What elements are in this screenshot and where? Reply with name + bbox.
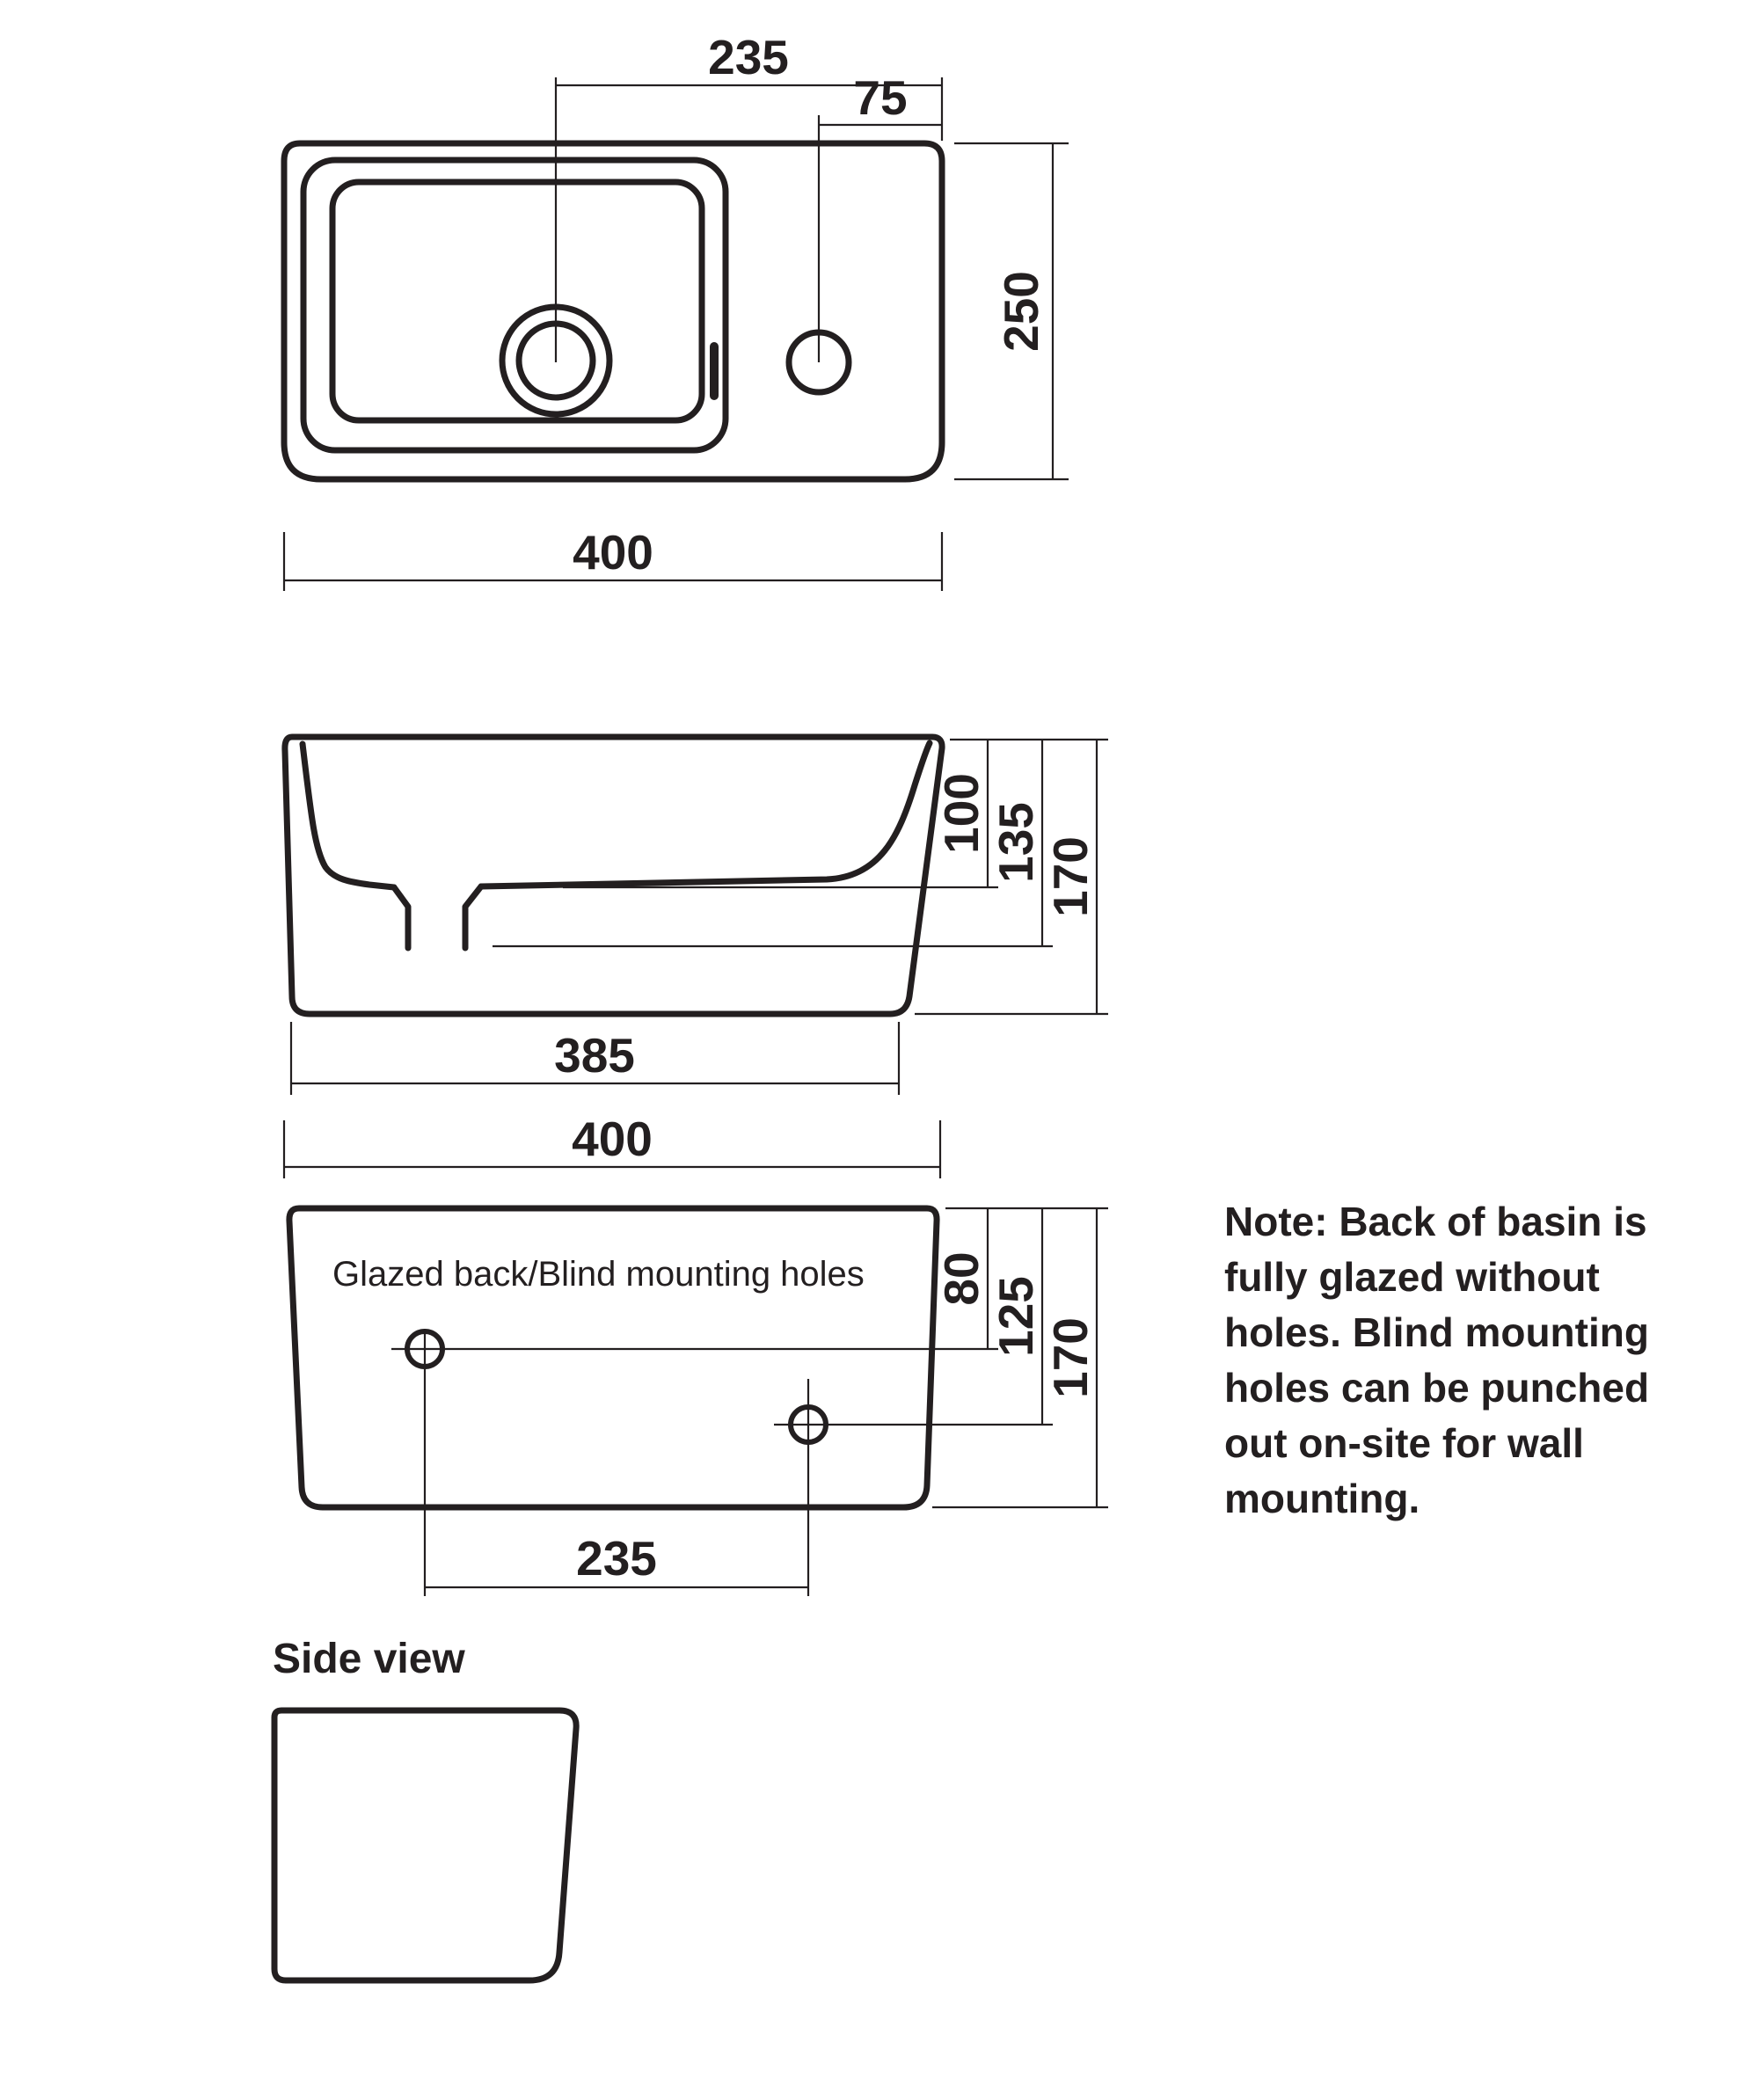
- front-outline: [281, 733, 945, 1017]
- dim-label-235-back: 235: [576, 1531, 657, 1586]
- note-line-5: out on-site for wall: [1224, 1420, 1584, 1466]
- bowl-section-right: [478, 740, 933, 890]
- trap-right: [462, 883, 485, 952]
- note-line-1: Note: Back of basin is: [1224, 1199, 1647, 1244]
- trap-left: [390, 884, 412, 952]
- note-line-2: fully glazed without: [1224, 1254, 1600, 1300]
- plan-view: 235 75 250 400: [281, 30, 1069, 591]
- dim-label-170-back: 170: [1043, 1317, 1098, 1398]
- dim-label-125: 125: [989, 1276, 1043, 1357]
- back-outline: [286, 1205, 940, 1511]
- bowl-inner-outline: [329, 179, 705, 424]
- note-line-3: holes. Blind mounting: [1224, 1309, 1649, 1355]
- side-view: Side view: [271, 1636, 580, 1984]
- dim-label-400-back: 400: [572, 1112, 653, 1166]
- dim-label-385: 385: [554, 1028, 635, 1083]
- dim-label-135: 135: [989, 802, 1043, 883]
- dim-label-250: 250: [994, 271, 1048, 352]
- dim-label-75: 75: [853, 70, 907, 125]
- dim-label-170-front: 170: [1043, 836, 1098, 917]
- back-view: Glazed back/Blind mounting holes 80 125 …: [286, 1205, 1108, 1596]
- basin-rim-outline: [300, 157, 729, 454]
- note-line-4: holes can be punched: [1224, 1365, 1649, 1411]
- dim-label-80: 80: [934, 1251, 989, 1305]
- dim-label-100: 100: [934, 773, 989, 854]
- dim-label-235-top: 235: [708, 30, 789, 84]
- note-line-6: mounting.: [1224, 1476, 1420, 1521]
- basin-outer-outline: [281, 140, 945, 483]
- note-block: Note: Back of basin is fully glazed with…: [1224, 1199, 1649, 1521]
- glazed-back-label: Glazed back/Blind mounting holes: [332, 1255, 865, 1294]
- side-view-title: Side view: [273, 1636, 465, 1682]
- bowl-section-left: [299, 740, 398, 891]
- dim-label-400-plan: 400: [573, 525, 653, 580]
- side-outline: [271, 1707, 580, 1984]
- front-view: 100 135 170 385 400: [281, 733, 1108, 1178]
